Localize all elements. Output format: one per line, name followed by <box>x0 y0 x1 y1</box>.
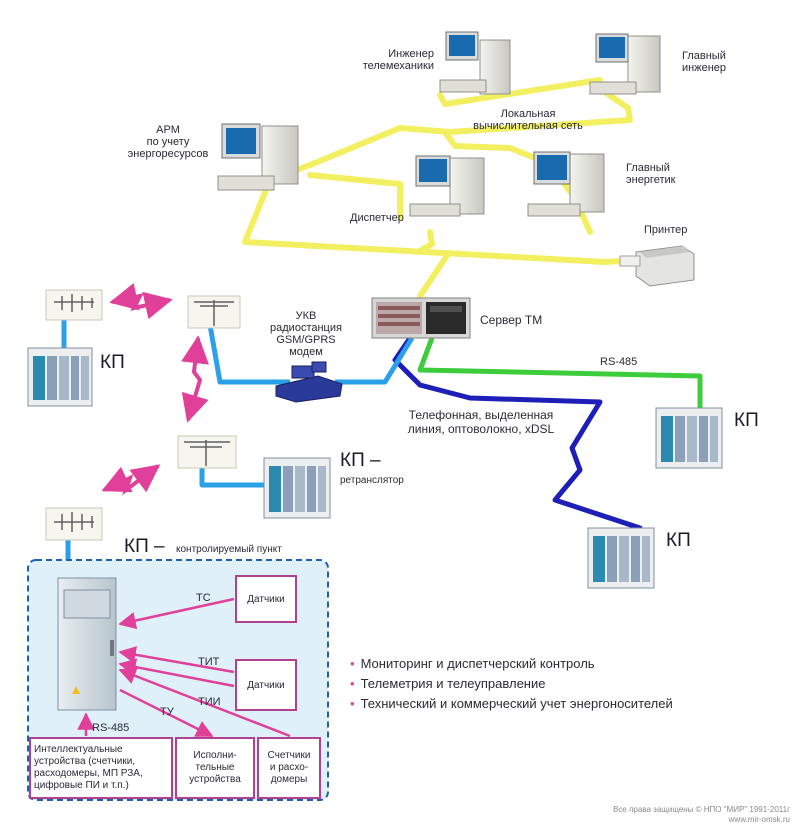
sensor-2-label: Датчики <box>247 680 285 691</box>
kp-rack-rs485 <box>655 407 723 469</box>
kp-label-controlled: КП – <box>124 536 165 557</box>
copyright: Все права защищены © НПО "МИР" 1991-2011… <box>613 805 790 824</box>
executive-label: Исполни- тельные устройства <box>189 750 241 785</box>
kp-rack-retranslator <box>263 457 331 519</box>
label-server: Сервер ТМ <box>480 313 543 327</box>
phone-line <box>392 336 643 544</box>
label-rs485-top: RS-485 <box>600 356 638 368</box>
feature-item: •Мониторинг и диспетчерский контроль <box>350 656 595 671</box>
radio-links <box>101 283 209 496</box>
label-dispatcher: Диспетчер <box>350 212 404 224</box>
signal-tii: ТИИ <box>198 696 221 708</box>
box-executive <box>175 737 255 799</box>
label-arm: АРМ по учету энергоресурсов <box>127 124 209 160</box>
label-printer: Принтер <box>644 224 688 236</box>
feature-item: •Телеметрия и телеуправление <box>350 676 546 691</box>
signal-tc: ТС <box>196 592 211 604</box>
pc-chief-engineer <box>589 33 661 95</box>
kp-label-phone: КП <box>666 530 691 551</box>
radio-cables <box>61 310 415 568</box>
label-lan: Локальная вычислительная сеть <box>473 108 583 132</box>
antenna-controlled <box>45 507 103 541</box>
signal-tit: ТИТ <box>198 656 220 668</box>
kp-rack-1 <box>27 347 93 407</box>
feature-item: •Технический и коммерческий учет энергон… <box>350 696 673 711</box>
signal-tu: ТУ <box>160 706 174 718</box>
box-intelligent <box>29 737 173 799</box>
label-engineer-tm: Инженер телемеханики <box>362 48 434 72</box>
pc-chief-energetic <box>527 151 605 217</box>
kp-label-retranslator: КП – <box>340 450 381 471</box>
label-phone-line: Телефонная, выделенная линия, оптоволокн… <box>407 408 555 436</box>
pc-dispatcher <box>409 155 485 217</box>
sensor-1-label: Датчики <box>247 594 285 605</box>
label-chief-energetic: Главный энергетик <box>626 162 676 186</box>
pc-engineer-tm <box>439 31 511 95</box>
radio-modem <box>275 361 343 403</box>
kp-sub-retranslator: ретранслятор <box>340 475 404 486</box>
kp-rack-phone <box>587 527 655 589</box>
box-meters <box>257 737 321 799</box>
signal-arrows <box>77 597 291 738</box>
box-sensor-1 <box>235 575 297 623</box>
printer-device <box>619 245 695 287</box>
box-sensor-2 <box>235 659 297 711</box>
rs485-line <box>417 337 703 408</box>
feature-list: •Мониторинг и диспетчерский контроль •Те… <box>350 654 673 714</box>
meters-label: Счетчики и расхо- домеры <box>267 750 311 785</box>
label-radio: УКВ радиостанция GSM/GPRS модем <box>270 310 342 358</box>
kp-label-rs485: КП <box>734 410 759 431</box>
kp-sub-controlled: контролируемый пункт <box>176 544 282 555</box>
label-chief-engineer: Главный инженер <box>682 50 727 74</box>
antenna-kp1 <box>45 289 103 321</box>
intelligent-label: Интеллектуальные устройства (счетчики, р… <box>34 744 143 791</box>
pc-arm <box>217 123 299 191</box>
antenna-retranslator <box>177 435 237 469</box>
kp-label-1: КП <box>100 352 125 373</box>
server-tm <box>371 297 471 339</box>
box-rs485: RS-485 <box>92 722 130 734</box>
antenna-base <box>187 295 241 329</box>
